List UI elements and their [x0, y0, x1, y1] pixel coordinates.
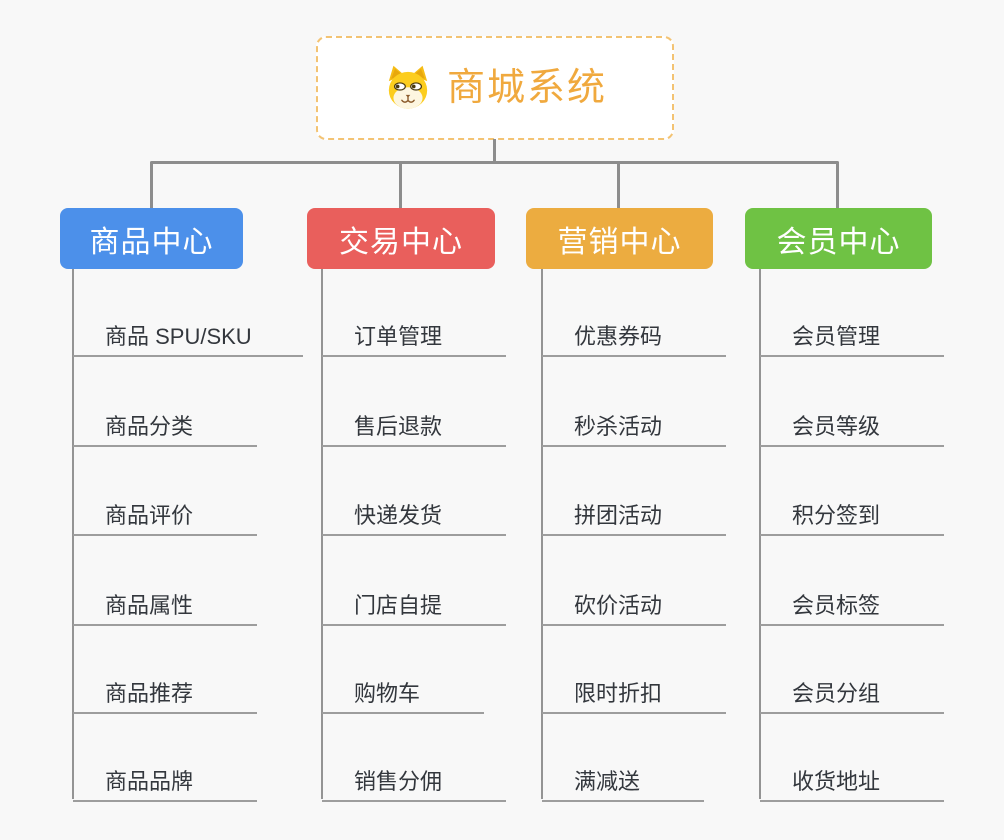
leaf-node-product-category[interactable]: 商品分类 — [73, 401, 257, 447]
leaf-node-shipping-address[interactable]: 收货地址 — [760, 756, 944, 802]
branch-node-label: 营销中心 — [557, 225, 682, 259]
leaf-node-coupon-code[interactable]: 优惠券码 — [542, 311, 726, 357]
root-node-mall-system[interactable]: 商城系统 — [316, 36, 674, 140]
leaf-node-express-delivery[interactable]: 快递发货 — [322, 490, 506, 536]
branch-node-trade-center[interactable]: 交易中心 — [307, 208, 495, 269]
leaf-node-product-recommend[interactable]: 商品推荐 — [73, 668, 257, 714]
branch-node-label: 商品中心 — [89, 225, 214, 259]
leaf-node-product-review[interactable]: 商品评价 — [73, 490, 257, 536]
leaf-node-full-reduction[interactable]: 满减送 — [542, 756, 704, 802]
leaf-node-member-groups[interactable]: 会员分组 — [760, 668, 944, 714]
connector-stub-members — [836, 162, 839, 209]
branch-node-member-center[interactable]: 会员中心 — [745, 208, 932, 269]
dog-face-icon — [388, 65, 428, 109]
connector-horizontal-rail — [150, 161, 839, 164]
leaf-node-after-sale-refund[interactable]: 售后退款 — [322, 401, 506, 447]
leaf-node-group-buy[interactable]: 拼团活动 — [542, 490, 726, 536]
leaf-node-store-pickup[interactable]: 门店自提 — [322, 580, 506, 626]
leaf-node-limited-discount[interactable]: 限时折扣 — [542, 668, 726, 714]
leaf-node-points-checkin[interactable]: 积分签到 — [760, 490, 944, 536]
leaf-node-member-tags[interactable]: 会员标签 — [760, 580, 944, 626]
connector-stub-trade — [399, 162, 402, 209]
leaf-node-product-brand[interactable]: 商品品牌 — [73, 756, 257, 802]
connector-root-stub — [493, 139, 496, 163]
branch-node-marketing-center[interactable]: 营销中心 — [526, 208, 713, 269]
connector-stub-marketing — [617, 162, 620, 209]
leaf-node-member-management[interactable]: 会员管理 — [760, 311, 944, 357]
leaf-node-flash-sale[interactable]: 秒杀活动 — [542, 401, 726, 447]
leaf-node-bargain[interactable]: 砍价活动 — [542, 580, 726, 626]
leaf-node-order-management[interactable]: 订单管理 — [322, 311, 506, 357]
branch-node-product-center[interactable]: 商品中心 — [60, 208, 243, 269]
branch-node-label: 交易中心 — [339, 225, 463, 259]
root-node-label: 商城系统 — [446, 67, 607, 109]
connector-stub-products — [150, 162, 153, 209]
leaf-node-product-spu-sku[interactable]: 商品 SPU/SKU — [73, 311, 303, 357]
leaf-node-member-level[interactable]: 会员等级 — [760, 401, 944, 447]
leaf-node-product-attr[interactable]: 商品属性 — [73, 580, 257, 626]
leaf-node-shopping-cart[interactable]: 购物车 — [322, 668, 484, 714]
leaf-node-sales-commission[interactable]: 销售分佣 — [322, 756, 506, 802]
branch-node-label: 会员中心 — [776, 225, 901, 259]
